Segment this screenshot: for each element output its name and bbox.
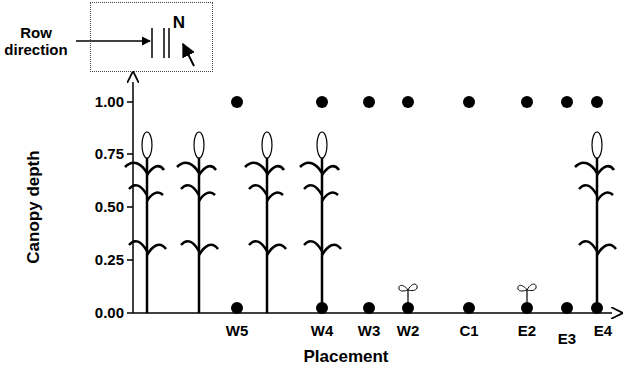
tick-label: 0.50 bbox=[95, 199, 124, 216]
placement-label: W4 bbox=[311, 323, 334, 340]
tick-label: 0.00 bbox=[95, 305, 124, 322]
tick-label: 1.00 bbox=[95, 94, 124, 111]
north-label: N bbox=[173, 13, 185, 33]
placement-label: E3 bbox=[558, 331, 576, 348]
axis-title: Canopy depth bbox=[25, 150, 44, 263]
inset-box: N bbox=[90, 2, 213, 72]
placement-label: E4 bbox=[594, 323, 612, 340]
tick-label: 0.75 bbox=[95, 146, 124, 163]
axis-title: Placement bbox=[303, 348, 388, 367]
placement-label: W3 bbox=[358, 323, 381, 340]
placement-label: C1 bbox=[459, 323, 478, 340]
placement-label: E2 bbox=[518, 323, 536, 340]
tick-label: 0.25 bbox=[95, 252, 124, 269]
placement-label: W2 bbox=[397, 323, 420, 340]
row-direction-label: Row direction bbox=[0, 25, 74, 58]
placement-label: W5 bbox=[226, 323, 249, 340]
